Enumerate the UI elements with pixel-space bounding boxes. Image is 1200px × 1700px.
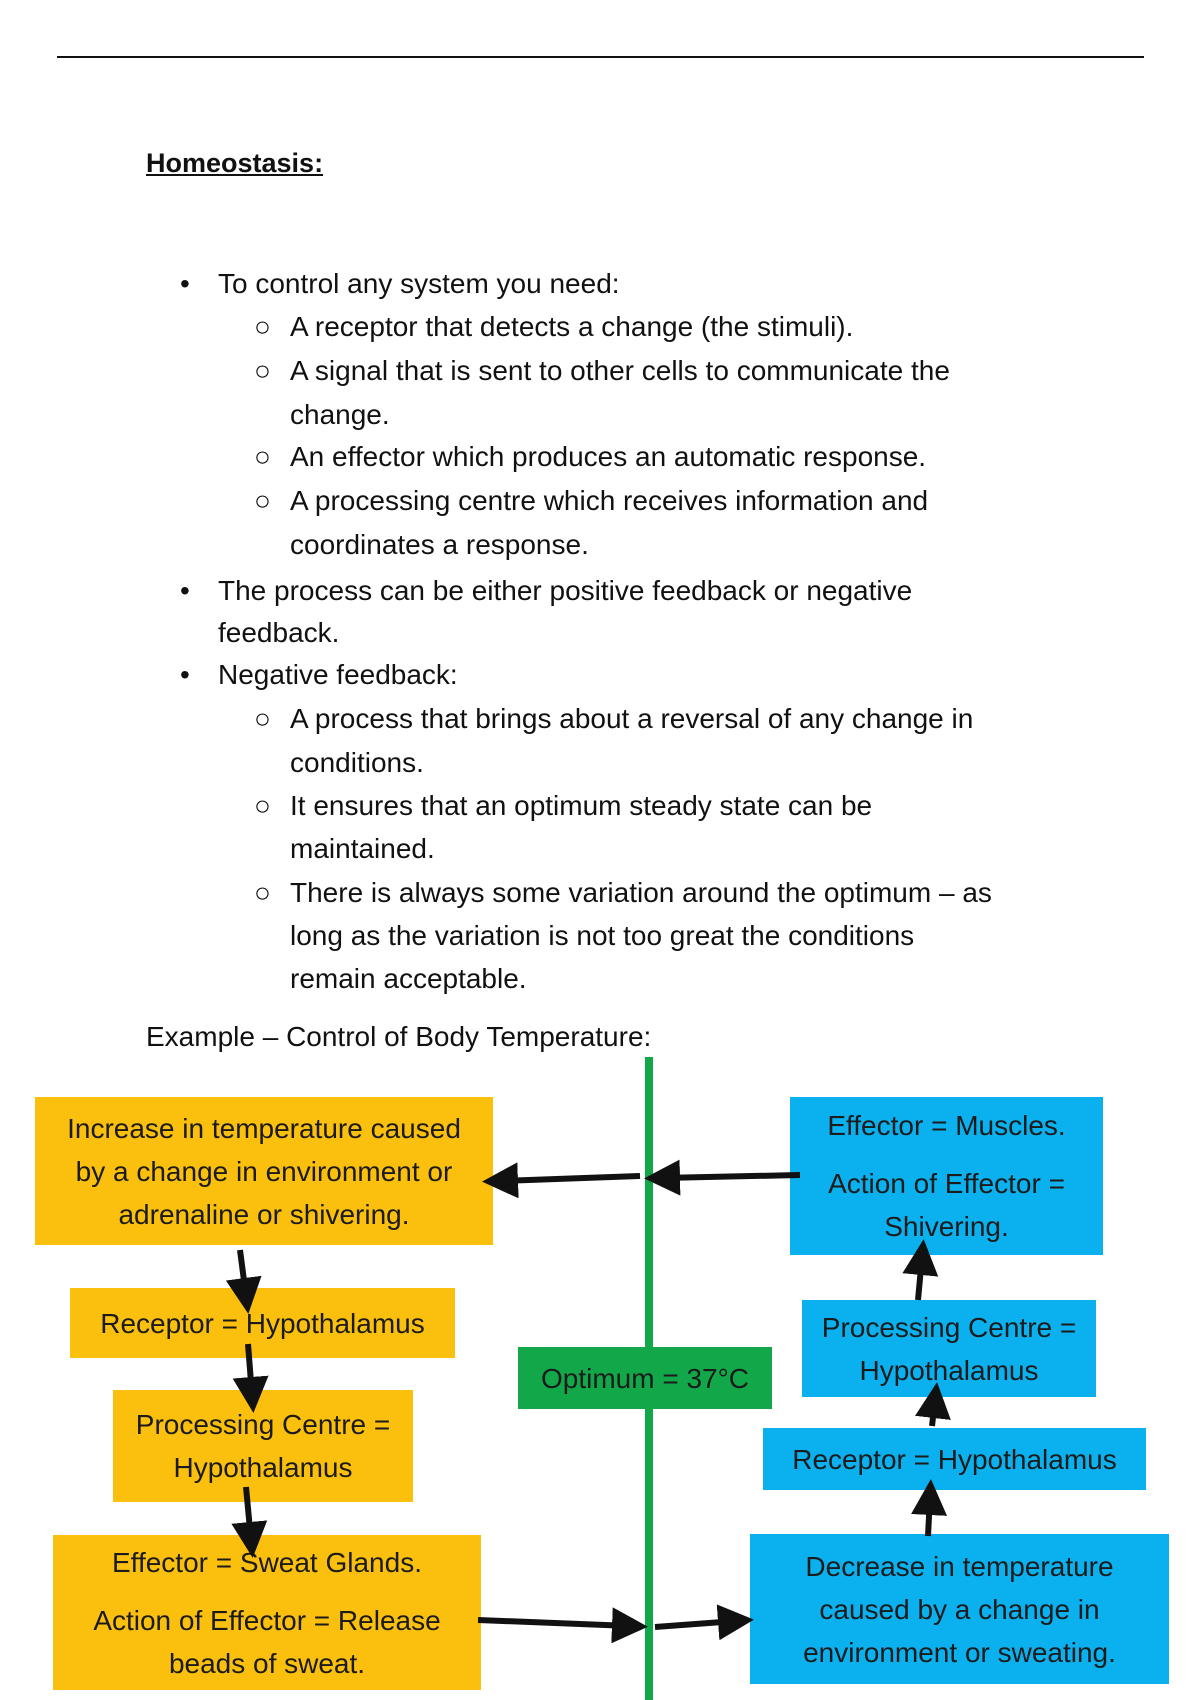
box-line: by a change in environment or — [75, 1155, 453, 1187]
sub-bullet-circle: ○ — [254, 355, 271, 386]
arrow-sweat-to-line — [477, 1607, 648, 1644]
arrow-receptor-to-processing — [232, 1343, 269, 1413]
box-line: beads of sweat. — [168, 1647, 366, 1679]
arrow-line-to-increase — [482, 1162, 641, 1199]
arrow-processing-to-effector — [231, 1486, 268, 1558]
list-item: A receptor that detects a change (the st… — [290, 311, 854, 342]
box-line: Processing Centre = — [821, 1311, 1077, 1343]
sub-bullet-circle: ○ — [254, 703, 271, 734]
arrow-muscles-to-line — [644, 1159, 801, 1196]
top-rule — [57, 56, 1144, 58]
page-heading: Homeostasis: — [146, 148, 324, 178]
sub-bullet-circle: ○ — [254, 485, 271, 516]
list-item: It ensures that an optimum steady state … — [290, 790, 873, 821]
bullet-dot: • — [180, 659, 190, 690]
warm-receptor-box: Receptor = Hypothalamus — [70, 1288, 455, 1358]
list-item: Negative feedback: — [218, 659, 458, 690]
list-item-continued: coordinates a response. — [290, 529, 589, 560]
box-line: Effector = Muscles. — [827, 1110, 1066, 1141]
cool-receptor-box: Receptor = Hypothalamus — [763, 1428, 1146, 1490]
cool-processing-centre-box: Processing Centre = Hypothalamus — [802, 1300, 1096, 1397]
box-line: environment or sweating. — [803, 1636, 1116, 1668]
decrease-temperature-box: Decrease in temperature caused by a chan… — [750, 1534, 1169, 1684]
optimum-label: Optimum = 37°C — [540, 1362, 750, 1394]
arrow-line-to-decrease — [654, 1604, 754, 1641]
list-item: An effector which produces an automatic … — [290, 441, 927, 472]
sub-bullet-circle: ○ — [254, 441, 271, 472]
box-line: Receptor = Hypothalamus — [792, 1443, 1117, 1475]
box-line: Receptor = Hypothalamus — [100, 1307, 425, 1339]
arrow-increase-to-receptor — [225, 1249, 262, 1314]
box-line: Increase in temperature caused — [67, 1112, 461, 1144]
muscle-effector-box: Effector = Muscles. Action of Effector =… — [790, 1097, 1103, 1255]
box-line: Hypothalamus — [859, 1354, 1039, 1386]
sub-bullet-circle: ○ — [254, 311, 271, 342]
box-line: Processing Centre = — [135, 1409, 391, 1440]
bullet-dot: • — [180, 268, 190, 299]
sweat-effector-box: Effector = Sweat Glands. Action of Effec… — [53, 1535, 481, 1690]
list-item-continued: maintained. — [290, 833, 435, 864]
bullet-dot: • — [180, 575, 190, 606]
arrow-decrease-to-receptor — [911, 1479, 948, 1537]
box-line: caused by a change in — [819, 1593, 1100, 1625]
list-item-continued: feedback. — [218, 617, 340, 648]
list-item: A process that brings about a reversal o… — [290, 703, 974, 734]
list-item: A processing centre which receives infor… — [290, 485, 929, 516]
box-line: Action of Effector = — [828, 1168, 1065, 1199]
increase-temperature-box: Increase in temperature caused by a chan… — [35, 1097, 493, 1245]
list-item-continued: change. — [290, 399, 390, 430]
list-item: The process can be either positive feedb… — [218, 575, 913, 606]
box-line: Action of Effector = Release — [93, 1604, 441, 1636]
list-item: A signal that is sent to other cells to … — [290, 355, 950, 386]
list-item-continued: long as the variation is not too great t… — [290, 920, 915, 951]
list-item: There is always some variation around th… — [290, 877, 992, 908]
example-caption: Example – Control of Body Temperature: — [146, 1021, 652, 1052]
arrow-processing-to-muscles — [902, 1239, 939, 1301]
list-item-continued: remain acceptable. — [290, 963, 527, 994]
list-item: To control any system you need: — [218, 268, 620, 299]
optimum-box: Optimum = 37°C — [518, 1347, 772, 1409]
arrow-receptor-to-processing-cool — [915, 1382, 951, 1427]
sub-bullet-circle: ○ — [254, 877, 271, 908]
box-line: Shivering. — [884, 1211, 1009, 1242]
sub-bullet-circle: ○ — [254, 790, 271, 821]
box-line: adrenaline or shivering. — [118, 1198, 410, 1230]
box-line: Decrease in temperature — [805, 1550, 1114, 1582]
box-line: Hypothalamus — [173, 1452, 353, 1483]
list-item-continued: conditions. — [290, 747, 424, 778]
